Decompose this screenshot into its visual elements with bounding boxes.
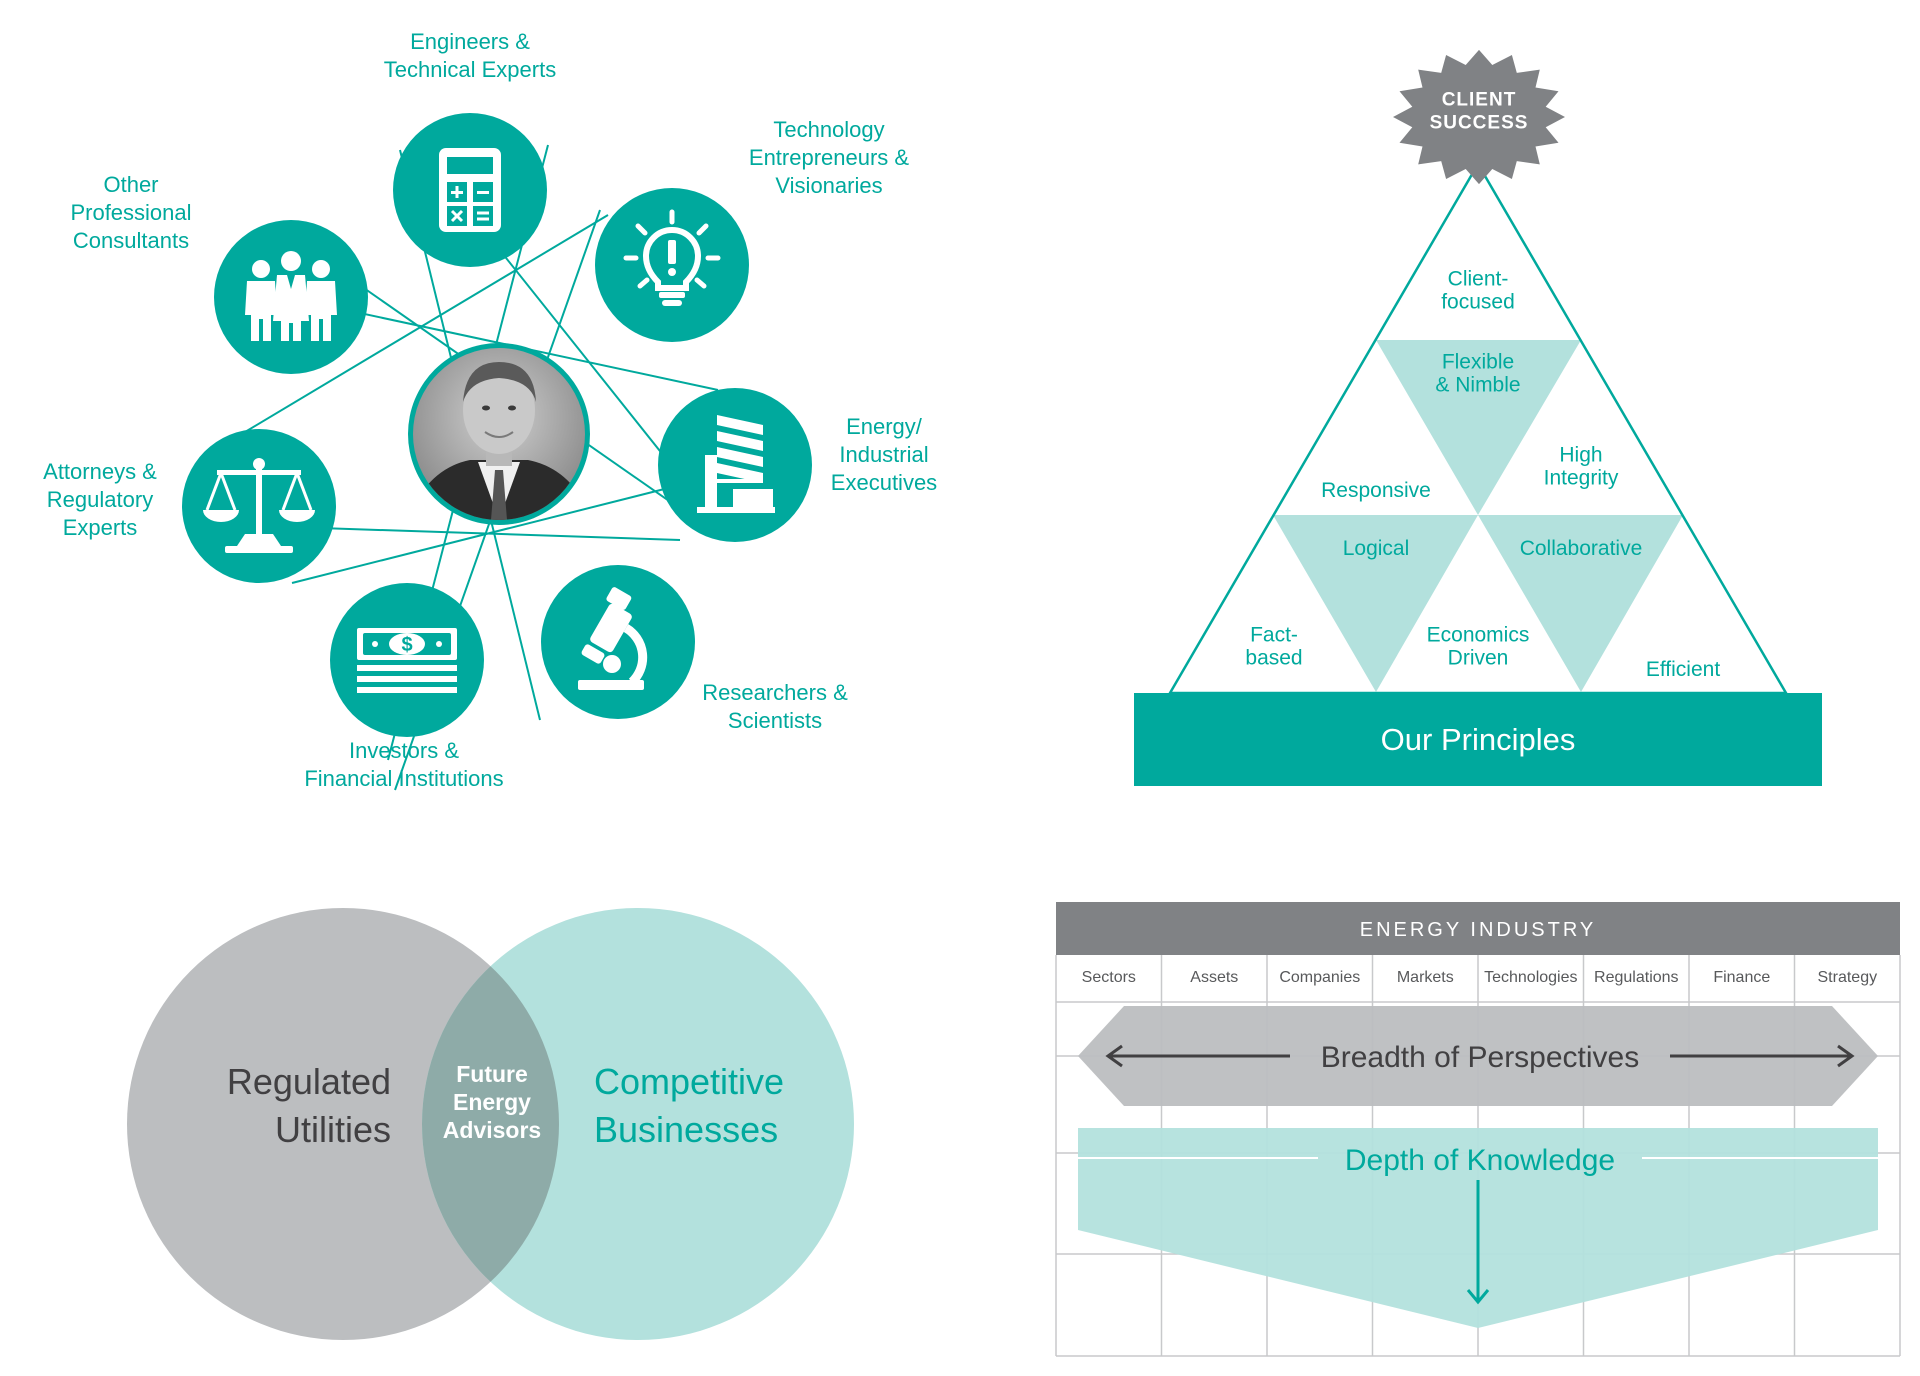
column-header-sectors: Sectors bbox=[1082, 969, 1136, 986]
microscope-icon bbox=[578, 587, 648, 690]
principle-flexible: Flexible& Nimble bbox=[1435, 351, 1520, 397]
breadth-banner bbox=[1078, 1006, 1878, 1106]
pyramid-cell-flexible bbox=[1376, 340, 1581, 515]
venn-overlap bbox=[422, 908, 559, 1340]
label-engineers: Engineers &Technical Experts bbox=[384, 29, 556, 82]
column-header-companies: Companies bbox=[1279, 969, 1360, 986]
matrix-column-headers: Sectors Assets Companies Markets Technologie… bbox=[1082, 969, 1877, 986]
principles-base-label: Our Principles bbox=[1381, 722, 1576, 757]
svg-text:$: $ bbox=[401, 634, 412, 656]
depth-label: Depth of Knowledge bbox=[1345, 1144, 1615, 1177]
money-stack-icon: $ bbox=[357, 628, 457, 693]
matrix-header-label: ENERGY INDUSTRY bbox=[1360, 919, 1597, 941]
people-group-icon bbox=[245, 251, 337, 341]
node-technology bbox=[595, 188, 749, 342]
client-success-badge bbox=[1393, 49, 1565, 185]
column-header-technologies: Technologies bbox=[1484, 969, 1577, 986]
principle-logical: Logical bbox=[1343, 537, 1410, 560]
scales-icon bbox=[203, 458, 315, 553]
principle-client-focused: Client-focused bbox=[1441, 268, 1515, 314]
node-energy bbox=[658, 388, 812, 542]
column-header-strategy: Strategy bbox=[1818, 969, 1878, 986]
principle-fact-based: Fact-based bbox=[1245, 624, 1302, 670]
building-icon bbox=[697, 415, 775, 513]
stakeholder-network: $ bbox=[43, 29, 937, 791]
principle-efficient: Efficient bbox=[1646, 658, 1720, 681]
principle-responsive: Responsive bbox=[1321, 479, 1431, 502]
label-researchers: Researchers &Scientists bbox=[702, 680, 848, 733]
depth-arrow bbox=[1466, 1180, 1490, 1305]
person-portrait-icon bbox=[408, 343, 590, 525]
label-investors: Investors &Financial Institutions bbox=[304, 738, 503, 791]
node-researchers bbox=[541, 565, 695, 719]
pyramid-cell-logical bbox=[1273, 515, 1478, 692]
column-header-regulations: Regulations bbox=[1594, 969, 1679, 986]
energy-industry-matrix: ENERGY INDUSTRY Sectors Assets Companies Ma… bbox=[1055, 902, 1901, 1357]
principle-collaborative: Collaborative bbox=[1520, 537, 1643, 560]
breadth-arrows bbox=[1105, 1044, 1855, 1068]
pyramid-cell-collaborative bbox=[1478, 515, 1683, 692]
column-header-finance: Finance bbox=[1713, 969, 1770, 986]
connection-line bbox=[291, 479, 701, 584]
matrix-header-bar bbox=[1056, 902, 1900, 955]
calculator-icon bbox=[439, 148, 501, 232]
connection-line bbox=[244, 214, 609, 433]
breadth-label: Breadth of Perspectives bbox=[1321, 1041, 1640, 1074]
column-header-markets: Markets bbox=[1397, 969, 1454, 986]
lightbulb-icon bbox=[623, 209, 721, 306]
column-header-assets: Assets bbox=[1190, 969, 1238, 986]
principles-base-bar bbox=[1134, 693, 1822, 786]
